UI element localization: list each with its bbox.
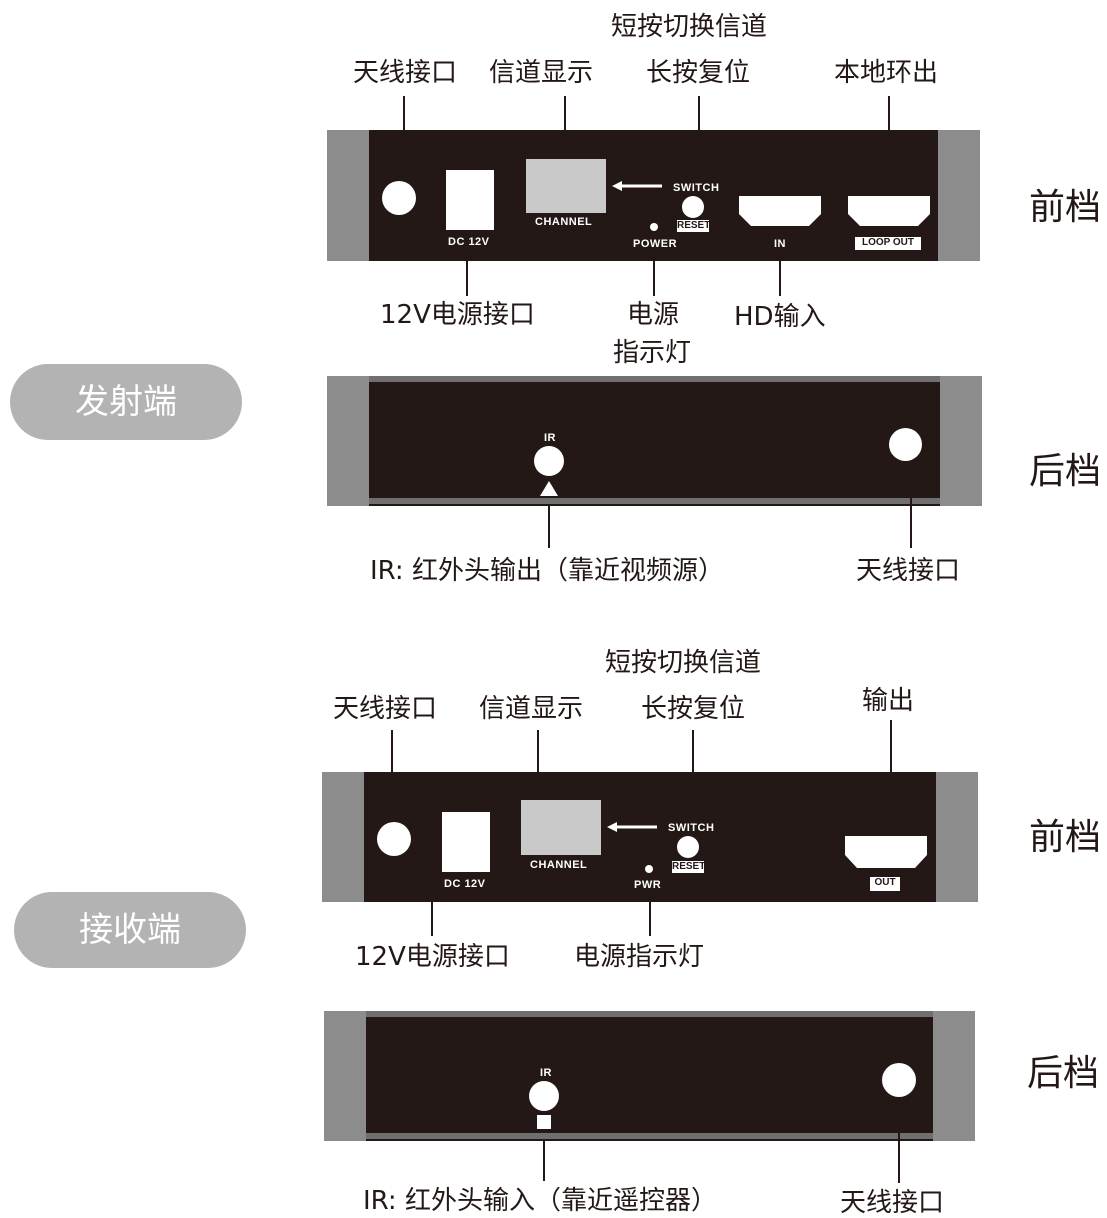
tx-front-switch-short-label: 短按切换信道 <box>611 12 768 42</box>
tx-back-ir-leader <box>548 506 550 548</box>
rx-front-pwr-leader <box>649 895 651 936</box>
rx-front-arrow-icon <box>607 822 657 832</box>
tx-back-left-endcap <box>327 376 369 506</box>
rx-front-switch-text: SWITCH <box>668 822 715 834</box>
rx-front-channel-window <box>521 800 601 855</box>
rx-front-side-label: 前档 <box>1029 817 1102 858</box>
rx-front-hdmi-out-port <box>845 836 927 868</box>
rx-back-ir-label: IR: 红外头输入（靠近遥控器） <box>363 1186 717 1216</box>
tx-back-ir-triangle-icon <box>540 481 558 496</box>
rx-front-antenna-label: 天线接口 <box>333 694 438 724</box>
tx-front-channel-display-label: 信道显示 <box>489 58 594 88</box>
tx-front-right-endcap <box>938 130 980 261</box>
rx-front-antenna-leader <box>391 730 393 786</box>
rx-front-output-leader <box>890 720 892 820</box>
rx-front-dc-jack <box>442 812 490 872</box>
tx-front-switch-long-label: 长按复位 <box>646 58 751 88</box>
tx-front-channel-leader <box>564 96 566 150</box>
tx-back-ir-label: IR: 红外头输出（靠近视频源） <box>370 556 724 586</box>
rx-back-antenna-label: 天线接口 <box>840 1188 945 1218</box>
rx-front-switch-short-label: 短按切换信道 <box>605 648 762 678</box>
rx-front-antenna-connector <box>377 822 411 856</box>
tx-front-hd-in-label: HD输入 <box>734 302 826 332</box>
tx-front-arrow-icon <box>612 181 662 191</box>
rx-front-dc-text: DC 12V <box>444 878 486 890</box>
tx-front-power-led-label-2: 指示灯 <box>613 338 692 368</box>
receiver-badge: 接收端 <box>14 892 246 968</box>
rx-back-antenna-connector <box>882 1063 916 1097</box>
tx-front-left-endcap <box>327 130 369 261</box>
tx-front-power-text: POWER <box>633 238 678 250</box>
tx-front-power-in-label: 12V电源接口 <box>380 300 535 330</box>
tx-back-ir-emitter <box>534 446 564 476</box>
tx-front-antenna-label: 天线接口 <box>353 58 458 88</box>
tx-front-in-text: IN <box>774 238 786 250</box>
rx-back-ir-leader <box>543 1141 545 1181</box>
rx-front-channel-text: CHANNEL <box>530 859 588 871</box>
rx-front-channel-display-label: 信道显示 <box>479 694 584 724</box>
tx-front-antenna-connector <box>382 181 416 215</box>
tx-front-side-label: 前档 <box>1029 187 1102 228</box>
rx-front-switch-long-label: 长按复位 <box>641 694 746 724</box>
tx-front-reset-tag: RESET <box>677 220 711 232</box>
tx-back-antenna-connector <box>889 428 922 461</box>
tx-front-dc-leader <box>466 248 468 296</box>
rx-front-left-endcap <box>322 772 364 902</box>
rx-front-power-led-label: 电源指示灯 <box>574 942 705 972</box>
tx-back-panel <box>369 376 940 506</box>
rx-front-pwr-text: PWR <box>634 879 662 891</box>
rx-back-right-endcap <box>933 1011 975 1141</box>
rx-back-ir-receiver <box>529 1081 559 1111</box>
tx-front-power-leader <box>653 252 655 296</box>
tx-back-antenna-label: 天线接口 <box>856 556 961 586</box>
tx-front-loop-out-label: 本地环出 <box>834 58 939 88</box>
tx-back-top-stripe <box>369 376 940 382</box>
tx-front-channel-text: CHANNEL <box>535 216 593 228</box>
rx-front-output-label: 输出 <box>862 686 915 716</box>
rx-front-out-tag: OUT <box>870 877 900 891</box>
rx-back-side-label: 后档 <box>1027 1053 1100 1094</box>
tx-back-side-label: 后档 <box>1029 451 1102 492</box>
tx-front-power-led <box>650 223 658 231</box>
rx-front-right-endcap <box>936 772 978 902</box>
tx-front-antenna-leader <box>403 96 405 150</box>
tx-front-dc-text: DC 12V <box>448 236 490 248</box>
rx-front-switch-button <box>677 836 699 858</box>
rx-back-bottom-stripe <box>366 1133 933 1139</box>
tx-front-power-led-label-1: 电源 <box>627 300 680 330</box>
rx-back-ir-square-icon <box>537 1115 551 1129</box>
rx-back-panel <box>366 1011 933 1141</box>
rx-back-ir-text: IR <box>540 1067 552 1079</box>
tx-front-loop-out-tag: LOOP OUT <box>855 237 921 250</box>
rx-front-dc-leader <box>431 890 433 936</box>
tx-front-switch-leader <box>698 96 700 162</box>
transmitter-badge: 发射端 <box>10 364 242 440</box>
rx-front-pwr-led <box>645 865 653 873</box>
tx-front-switch-button <box>682 196 704 218</box>
tx-back-bottom-stripe <box>369 498 940 504</box>
tx-back-ir-text: IR <box>544 432 556 444</box>
rx-front-power-in-label: 12V电源接口 <box>355 942 510 972</box>
tx-front-channel-window <box>526 159 606 213</box>
tx-front-switch-text: SWITCH <box>673 182 720 194</box>
rx-front-switch-leader <box>692 730 694 798</box>
rx-back-antenna-leader <box>898 1113 900 1183</box>
rx-front-channel-leader <box>537 730 539 786</box>
tx-front-hdmi-in-port <box>739 196 821 226</box>
tx-back-antenna-leader <box>910 478 912 548</box>
tx-back-right-endcap <box>940 376 982 506</box>
rx-back-top-stripe <box>366 1011 933 1017</box>
tx-front-hdmi-loop-port <box>848 196 930 226</box>
tx-front-dc-jack <box>446 170 494 230</box>
tx-front-in-leader <box>779 252 781 296</box>
rx-back-left-endcap <box>324 1011 366 1141</box>
rx-front-reset-tag: RESET <box>672 861 706 873</box>
